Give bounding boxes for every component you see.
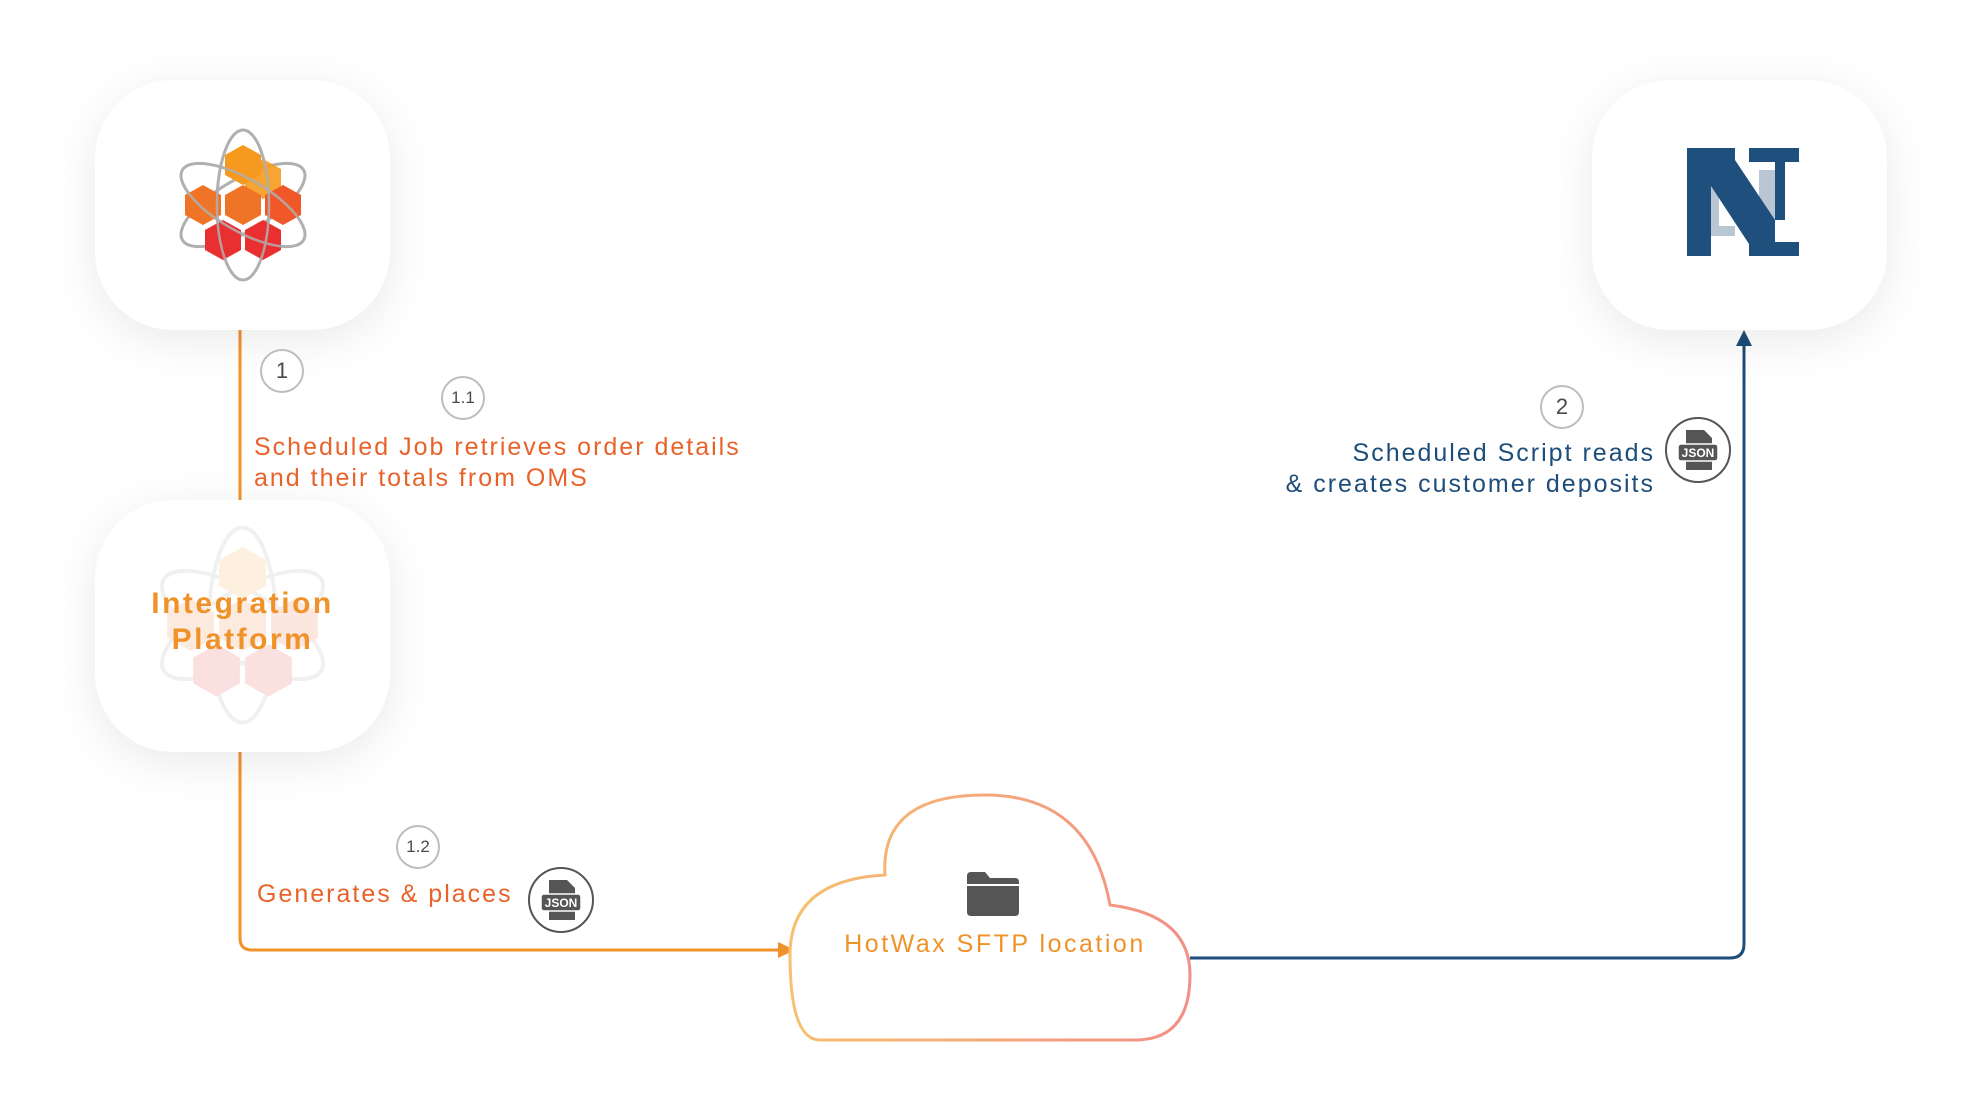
hotwax-hexagon-atom-logo-faded-icon <box>159 525 326 725</box>
netsuite-n-logo-icon <box>1687 148 1799 256</box>
json-icon-text: JSON <box>1682 446 1715 460</box>
sftp-cloud <box>788 793 1192 1042</box>
sftp-arrowhead <box>778 942 795 958</box>
integration-platform-card <box>95 500 390 752</box>
json-file-icon: JSON <box>1665 417 1731 483</box>
netsuite-node-card <box>1592 80 1887 330</box>
step-2-label: Scheduled Script reads & creates custome… <box>1286 438 1655 500</box>
integration-platform-line2: Platform <box>171 623 314 656</box>
step-2-line2: & creates customer deposits <box>1285 470 1655 498</box>
step-1-badge: 1 <box>260 349 304 393</box>
step-2-line1: Scheduled Script reads <box>1352 439 1655 467</box>
folder-icon <box>967 872 1019 916</box>
hotwax-hexagon-atom-logo-icon <box>179 128 307 282</box>
step-1-1-line2: and their totals from OMS <box>254 464 589 492</box>
sftp-location-label: HotWax SFTP location <box>844 930 1146 958</box>
json-file-icon: JSON <box>528 867 594 933</box>
step-1-1-label: Scheduled Job retrieves order details an… <box>254 432 741 494</box>
step-1-2-label: Generates & places <box>257 880 513 908</box>
platform-to-sftp-line <box>238 752 780 952</box>
integration-platform-label: Integration Platform <box>95 586 390 658</box>
step-2-badge: 2 <box>1540 385 1584 429</box>
sftp-to-netsuite-line <box>1190 345 1746 960</box>
json-icon-text: JSON <box>545 896 578 910</box>
integration-platform-line1: Integration <box>151 587 334 620</box>
oms-node-card <box>95 80 390 330</box>
netsuite-arrowhead <box>1736 330 1752 346</box>
step-1-1-line1: Scheduled Job retrieves order details <box>254 433 741 461</box>
step-1-2-badge: 1.2 <box>396 825 440 869</box>
step-1-1-badge: 1.1 <box>441 376 485 420</box>
